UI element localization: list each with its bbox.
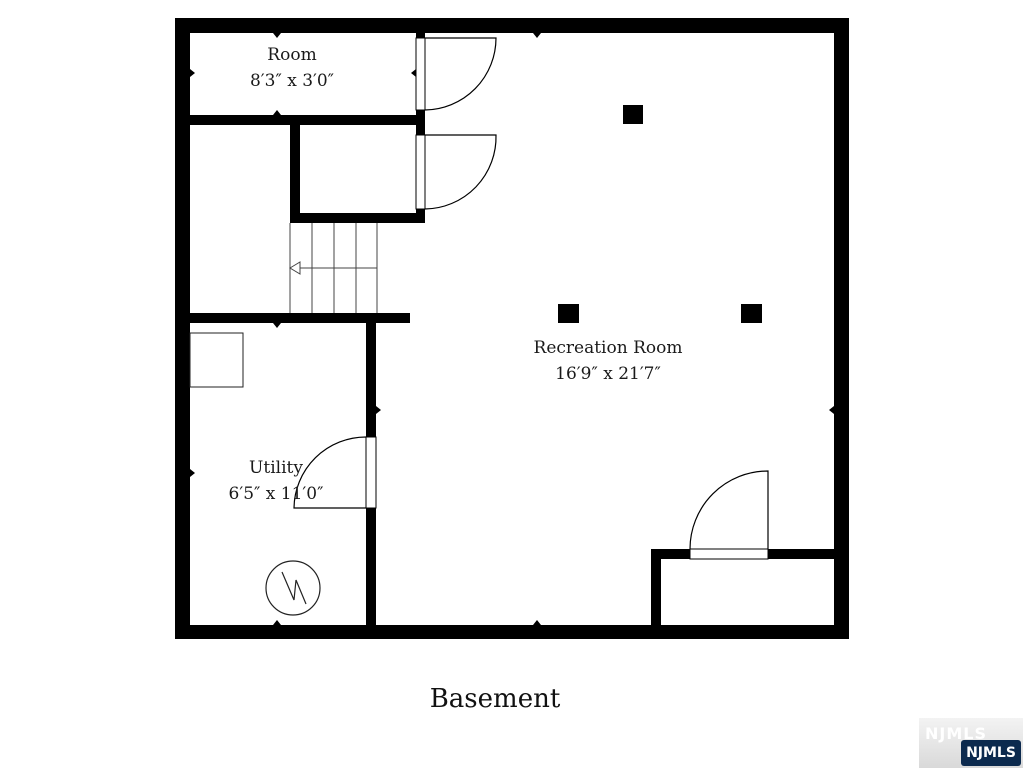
room-label-room: Room 8′3″ x 3′0″ [222, 42, 362, 94]
room-dimensions: 16′9″ x 21′7″ [555, 364, 661, 384]
water-heater-icon [265, 560, 321, 616]
support-columns [558, 105, 762, 323]
door-openings [365, 37, 769, 560]
room-dimensions: 6′5″ x 11′0″ [228, 484, 324, 504]
room-name: Utility [249, 458, 303, 478]
stair-arrow-icon [289, 261, 301, 275]
outer-walls [175, 18, 849, 639]
room-label-recreation: Recreation Room 16′9″ x 21′7″ [518, 335, 698, 387]
watermark: NJMLS NJMLS [919, 718, 1023, 768]
room-dimensions: 8′3″ x 3′0″ [249, 71, 335, 91]
stairs [289, 223, 378, 313]
door-swing-icon [293, 37, 769, 550]
room-name: Room [267, 45, 317, 65]
room-name: Recreation Room [533, 338, 683, 358]
dimension-arrow-icon [190, 33, 834, 625]
floor-title: Basement [429, 684, 561, 714]
watermark-ghost-text: NJMLS [925, 724, 987, 743]
utility-box [189, 332, 244, 388]
room-label-utility: Utility 6′5″ x 11′0″ [206, 455, 346, 507]
interior-walls [190, 33, 834, 625]
watermark-badge: NJMLS [961, 740, 1021, 766]
